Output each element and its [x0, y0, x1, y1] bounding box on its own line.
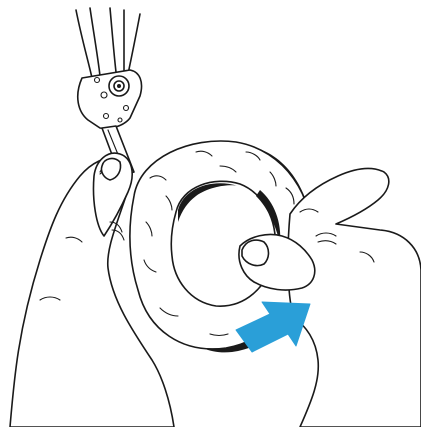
- headband-cables: [76, 8, 140, 78]
- headphone-yoke: [78, 70, 142, 129]
